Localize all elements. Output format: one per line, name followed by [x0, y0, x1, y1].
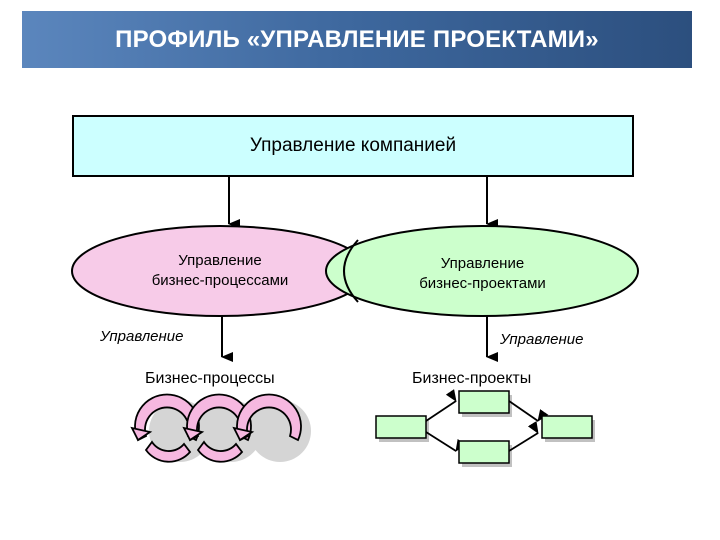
business-projects-ellipse-label: Управление бизнес-проектами — [400, 254, 565, 294]
slide-header: ПРОФИЛЬ «УПРАВЛЕНИЕ ПРОЕКТАМИ» — [22, 11, 692, 68]
cycle-arrows-icon — [130, 393, 311, 463]
project-network-icon — [375, 389, 595, 467]
business-projects-line2: бизнес-проектами — [419, 275, 546, 292]
business-projects-ellipse — [325, 225, 639, 317]
business-projects-line1: Управление — [440, 255, 525, 272]
project-node — [458, 440, 510, 464]
business-processes-target: Бизнес-процессы — [145, 370, 275, 387]
project-node — [541, 415, 593, 439]
business-projects-target: Бизнес-проекты — [412, 370, 532, 387]
company-management-box: Управление компанией — [72, 115, 634, 177]
right-arrow-label: Управление — [500, 331, 584, 348]
project-node — [375, 415, 427, 439]
company-management-label: Управление компанией — [249, 135, 457, 156]
left-arrow-label: Управление — [100, 328, 184, 345]
project-node — [458, 390, 510, 414]
slide-title: ПРОФИЛЬ «УПРАВЛЕНИЕ ПРОЕКТАМИ» — [115, 25, 599, 53]
business-processes-line1: Управление — [178, 252, 262, 269]
business-processes-ellipse-label: Управление бизнес-процессами — [140, 251, 300, 291]
business-processes-line2: бизнес-процессами — [151, 272, 289, 289]
